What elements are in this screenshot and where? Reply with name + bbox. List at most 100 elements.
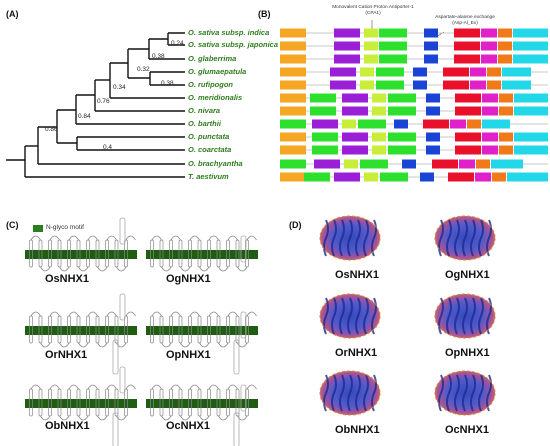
bootstrap-value: 0.84 <box>78 113 91 120</box>
topology-diagram <box>25 217 137 272</box>
domain-block <box>280 145 306 155</box>
helix-ribbon <box>371 297 377 335</box>
species-label: O. glumaepatula <box>188 67 247 76</box>
domain-block <box>344 159 358 169</box>
species-label: O. sativa subsp. indica <box>188 28 270 37</box>
helix-loop <box>170 235 181 241</box>
membrane-band <box>146 250 258 259</box>
domain-row <box>280 106 548 116</box>
domain-block <box>424 41 438 51</box>
helix-loop <box>87 311 98 317</box>
domain-block <box>280 159 306 169</box>
domain-block <box>334 28 360 38</box>
domain-block <box>475 172 491 182</box>
helix-loop <box>87 384 98 390</box>
bootstrap-value: 0.76 <box>97 98 110 105</box>
domain-block <box>426 93 440 103</box>
topology-label: OpNHX1 <box>166 349 211 361</box>
helix-ribbon <box>323 374 329 412</box>
c-terminal-tail <box>233 339 240 375</box>
domain-block <box>424 28 438 38</box>
topology-diagram <box>146 311 258 375</box>
domain-block <box>372 106 386 116</box>
domain-block <box>280 80 306 90</box>
domain-row <box>280 80 548 90</box>
domain-block <box>423 119 449 129</box>
helix-loop <box>246 311 257 317</box>
domain-block <box>312 119 338 129</box>
domain-block <box>507 172 548 182</box>
domain-block <box>513 54 548 64</box>
tail-helix <box>119 293 126 321</box>
domain-block <box>312 145 338 155</box>
domain-row <box>280 67 548 77</box>
structure-outline <box>319 215 381 261</box>
helix-loop <box>208 384 219 390</box>
bootstrap-value: 0.38 <box>161 80 174 87</box>
domain-row <box>280 145 548 155</box>
helix-loop <box>125 384 136 390</box>
species-label: O. rufipogon <box>188 80 233 89</box>
domain-block <box>402 159 416 169</box>
helix-ribbon <box>462 374 468 412</box>
bootstrap-value: 0.38 <box>152 53 165 60</box>
cpa1-annotation-line1: Monovalent Cation Proton Antiporter-1 <box>332 5 414 10</box>
helix-ribbon <box>355 374 361 412</box>
topology-label: OrNHX1 <box>45 349 88 361</box>
helix-ribbon <box>454 219 460 257</box>
domain-block <box>455 106 481 116</box>
helix-ribbon <box>462 219 468 257</box>
domain-block <box>491 159 523 169</box>
c-terminal-tail <box>112 412 119 446</box>
domain-block <box>364 172 378 182</box>
domain-block <box>459 159 475 169</box>
helix-ribbon <box>470 219 476 257</box>
tail-helix <box>240 235 247 263</box>
helix-ribbon <box>470 374 476 412</box>
species-label: O. coarctata <box>188 145 232 154</box>
domain-block <box>467 119 481 129</box>
domain-block <box>280 54 306 64</box>
bootstrap-value: 0.86 <box>45 126 58 133</box>
domain-block <box>514 93 548 103</box>
domain-block <box>372 132 386 142</box>
domain-block <box>334 54 360 64</box>
panel-label-b: (B) <box>258 9 271 19</box>
domain-block <box>342 119 356 129</box>
domain-block <box>413 80 427 90</box>
panel-label-d: (D) <box>289 220 302 230</box>
domain-block <box>499 106 513 116</box>
domain-block <box>482 119 510 129</box>
domain-block <box>454 28 480 38</box>
domain-block <box>312 132 338 142</box>
domain-row <box>280 93 548 103</box>
tree-branch <box>168 32 185 46</box>
domain-block <box>481 54 497 64</box>
domain-block <box>372 93 386 103</box>
structure-label: OgNHX1 <box>445 269 490 281</box>
protein-structure <box>434 215 496 261</box>
helix-loop <box>87 235 98 241</box>
bootstrap-value: 0.4 <box>103 144 113 151</box>
cpa1-annotation: Monovalent Cation Proton Antiporter-1 (C… <box>314 5 432 17</box>
helix-ribbon <box>347 374 353 412</box>
domain-block <box>342 145 368 155</box>
domain-block <box>280 28 306 38</box>
membrane-band <box>146 399 258 408</box>
domain-block <box>476 159 490 169</box>
domain-block <box>487 80 501 90</box>
domain-block <box>487 67 501 77</box>
helix-loop <box>199 342 210 348</box>
domain-block <box>502 80 531 90</box>
helix-ribbon <box>339 219 345 257</box>
domain-block <box>360 67 374 77</box>
domain-block <box>280 93 306 103</box>
helix-ribbon <box>438 219 444 257</box>
domain-block <box>330 67 356 77</box>
helix-loop <box>68 235 79 241</box>
helix-ribbon <box>462 297 468 335</box>
domain-block <box>482 145 498 155</box>
species-label: O. sativa subsp. japonica <box>188 40 279 49</box>
domain-row <box>280 159 548 169</box>
